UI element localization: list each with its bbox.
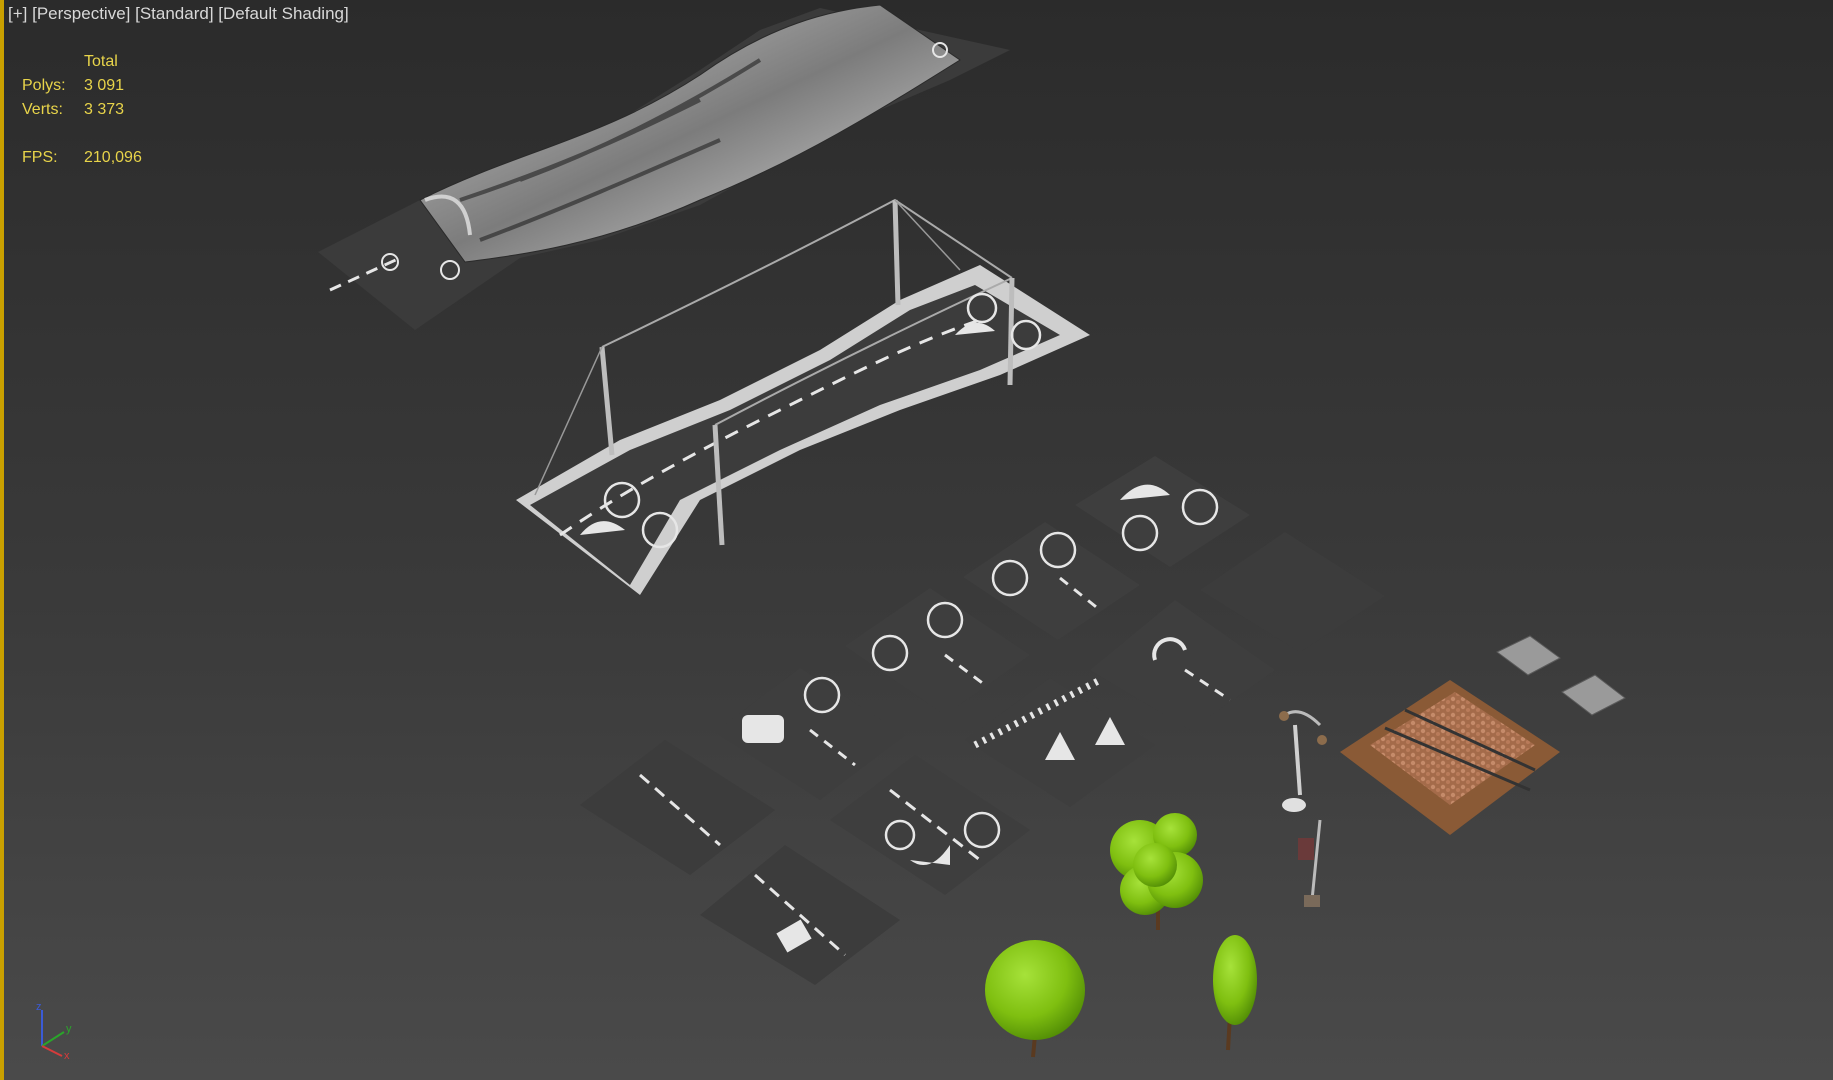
polys-label: Polys: (22, 77, 66, 94)
road-tile[interactable] (830, 755, 1030, 895)
bridge-road-model[interactable] (516, 198, 1090, 595)
tree-round-model[interactable] (985, 940, 1085, 1058)
gizmo-y-label: y (66, 1023, 72, 1035)
statistics-overlay: Total Polys: 3 091 Verts: 3 373 FPS: 210,09… (22, 50, 142, 170)
road-tile[interactable] (1090, 600, 1275, 730)
fps-label: FPS: (22, 149, 58, 166)
viewport-label-menu: [+] [Perspective] [Standard] [Default Sh… (8, 4, 349, 24)
road-tile[interactable] (845, 588, 1030, 715)
viewport-plus-menu[interactable]: [+] (8, 4, 28, 23)
street-lamp-model[interactable] (1279, 710, 1327, 812)
road-tile[interactable] (963, 522, 1140, 640)
road-tile[interactable] (965, 676, 1155, 807)
stats-header: Total (84, 53, 118, 70)
railway-crossing-model[interactable] (1340, 680, 1560, 835)
gizmo-z-label: z (36, 1001, 42, 1013)
road-tile[interactable] (715, 668, 905, 800)
tree-bush-model[interactable] (1110, 813, 1203, 930)
active-viewport-border (0, 0, 4, 1080)
polys-value: 3 091 (84, 77, 125, 94)
verts-label: Verts: (22, 101, 63, 118)
road-tile[interactable] (1075, 456, 1250, 567)
sign-post-model[interactable] (1298, 819, 1322, 907)
road-tiles (580, 456, 1385, 985)
road-tile[interactable] (580, 740, 775, 875)
road-tile[interactable] (700, 845, 900, 985)
axis-gizmo: z y x (36, 1001, 72, 1060)
gizmo-x-label: x (64, 1050, 70, 1060)
viewport-shading-menu[interactable]: [Default Shading] (218, 4, 349, 23)
verts-value: 3 373 (84, 101, 125, 118)
road-tile[interactable] (1200, 532, 1385, 652)
viewport-standard-menu[interactable]: [Standard] (135, 4, 214, 23)
viewport-point-of-view-menu[interactable]: [Perspective] (32, 4, 131, 23)
fps-value: 210,096 (84, 149, 142, 166)
manhole-tiles[interactable] (1496, 635, 1626, 716)
tree-tall-model[interactable] (1213, 935, 1257, 1051)
tunnel-road-model[interactable] (318, 4, 1010, 330)
